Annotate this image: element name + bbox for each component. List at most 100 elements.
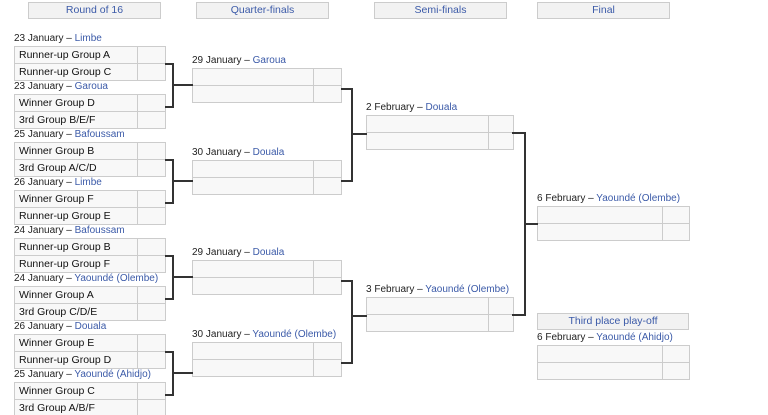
sf-match-1-date-separator: –	[414, 102, 426, 113]
r16-match-7-team-1: Winner Group E	[14, 334, 138, 352]
r16-match-3-team-2: 3rd Group A/C/D	[14, 159, 138, 177]
qf-match-4-date-text: 30 January	[192, 329, 242, 340]
round-header-3: Semi-finals	[374, 2, 507, 19]
sf-match-1-score-2	[488, 132, 514, 150]
qf-match-4-table	[192, 342, 342, 377]
r16-match-7-date-separator: –	[63, 321, 75, 332]
sf-match-2: 3 February – Yaoundé (Olembe)	[366, 283, 514, 332]
third-place-match-score-2	[662, 362, 690, 380]
qf-match-3-team-1	[192, 260, 314, 278]
r16-match-8-venue: Yaoundé (Ahidjo)	[74, 369, 151, 380]
match-row	[192, 277, 342, 295]
sf-match-2-score-1	[488, 297, 514, 315]
sf-match-1-score-1	[488, 115, 514, 133]
r16-to-qf-1-out	[172, 84, 193, 86]
match-row: Winner Group F	[14, 190, 166, 208]
r16-match-8-date: 25 January – Yaoundé (Ahidjo)	[14, 368, 166, 382]
qf-to-sf-1-out	[351, 133, 367, 135]
r16-to-qf-2-in-bottom	[165, 202, 174, 204]
r16-match-5-team-1: Runner-up Group B	[14, 238, 138, 256]
match-row: Winner Group A	[14, 286, 166, 304]
match-row	[192, 359, 342, 377]
qf-to-sf-2-in-top	[341, 280, 353, 282]
sf-match-1-team-2	[366, 132, 489, 150]
sf-match-2-date-text: 3 February	[366, 284, 415, 295]
match-row: 3rd Group C/D/E	[14, 303, 166, 321]
sf-match-2-table	[366, 297, 514, 332]
r16-match-3-date: 25 January – Bafoussam	[14, 128, 166, 142]
match-row	[192, 177, 342, 195]
qf-match-4: 30 January – Yaoundé (Olembe)	[192, 328, 342, 377]
r16-match-6-date: 24 January – Yaoundé (Olembe)	[14, 272, 166, 286]
r16-match-5-score-1	[137, 238, 166, 256]
r16-match-1-team-1: Runner-up Group A	[14, 46, 138, 64]
r16-match-8-team-2: 3rd Group A/B/F	[14, 399, 138, 415]
r16-match-4-date: 26 January – Limbe	[14, 176, 166, 190]
r16-match-1-date-separator: –	[63, 33, 75, 44]
r16-match-2-venue: Garoua	[74, 81, 108, 92]
qf-match-3-score-1	[313, 260, 342, 278]
third-place-match-table	[537, 345, 690, 380]
r16-match-4-team-1: Winner Group F	[14, 190, 138, 208]
qf-match-1-team-2	[192, 85, 314, 103]
r16-match-1-score-1	[137, 46, 166, 64]
qf-match-2-venue: Douala	[252, 147, 285, 158]
qf-match-1-score-1	[313, 68, 342, 86]
match-row	[537, 345, 690, 363]
r16-match-8-date-text: 25 January	[14, 369, 64, 380]
match-row	[537, 223, 690, 241]
r16-to-qf-1-in-top	[165, 63, 174, 65]
r16-to-qf-2-out	[172, 180, 193, 182]
qf-match-1-table	[192, 68, 342, 103]
match-row	[366, 314, 514, 332]
qf-to-sf-2-out	[351, 315, 367, 317]
match-row: Runner-up Group C	[14, 63, 166, 81]
final-match-team-2	[537, 223, 663, 241]
qf-match-3-date-text: 29 January	[192, 247, 242, 258]
match-row	[192, 342, 342, 360]
match-row: Runner-up Group D	[14, 351, 166, 369]
third-place-match-score-1	[662, 345, 690, 363]
final-match-team-1	[537, 206, 663, 224]
r16-match-7-venue: Douala	[74, 321, 107, 332]
r16-match-1-score-2	[137, 63, 166, 81]
sf-match-2-date: 3 February – Yaoundé (Olembe)	[366, 283, 514, 297]
sf-match-1-table	[366, 115, 514, 150]
qf-match-3-venue: Douala	[252, 247, 285, 258]
qf-match-4-score-1	[313, 342, 342, 360]
qf-to-sf-2-spine	[351, 280, 353, 362]
qf-match-2-team-2	[192, 177, 314, 195]
r16-match-2-team-2: 3rd Group B/E/F	[14, 111, 138, 129]
r16-match-2-date-text: 23 January	[14, 81, 64, 92]
match-row	[192, 160, 342, 178]
qf-match-2-score-2	[313, 177, 342, 195]
final-match: 6 February – Yaoundé (Olembe)	[537, 192, 690, 241]
third-place-match-team-1	[537, 345, 663, 363]
qf-match-4-date: 30 January – Yaoundé (Olembe)	[192, 328, 342, 342]
sf-match-2-date-separator: –	[414, 284, 426, 295]
third-place-match-date-separator: –	[585, 332, 597, 343]
r16-match-8-date-separator: –	[63, 369, 75, 380]
sf-match-1-date: 2 February – Douala	[366, 101, 514, 115]
r16-match-1-venue: Limbe	[74, 33, 102, 44]
r16-match-8-score-1	[137, 382, 166, 400]
match-row: 3rd Group B/E/F	[14, 111, 166, 129]
qf-match-3-team-2	[192, 277, 314, 295]
r16-match-6: 24 January – Yaoundé (Olembe)Winner Grou…	[14, 272, 166, 321]
r16-match-2-score-2	[137, 111, 166, 129]
qf-match-4-date-separator: –	[241, 329, 253, 340]
match-row	[537, 206, 690, 224]
qf-match-3-table	[192, 260, 342, 295]
match-row: Winner Group D	[14, 94, 166, 112]
final-match-table	[537, 206, 690, 241]
r16-match-6-score-1	[137, 286, 166, 304]
